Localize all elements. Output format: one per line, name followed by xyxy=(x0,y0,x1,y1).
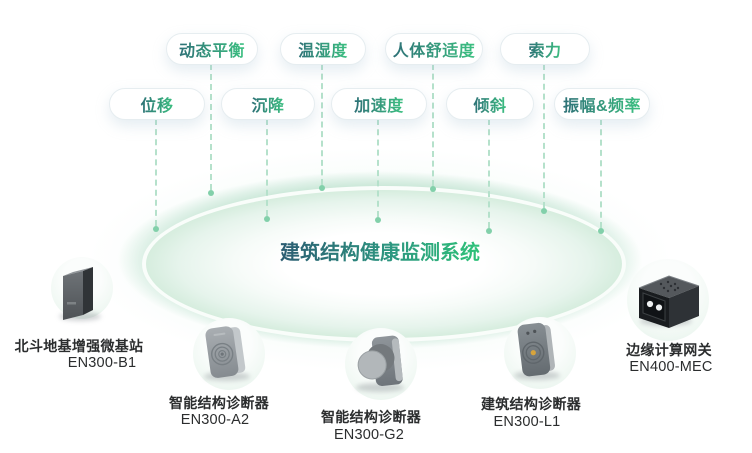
connector-line xyxy=(488,119,490,228)
device-shadow xyxy=(356,383,404,392)
connector-line xyxy=(600,119,602,228)
connector-line xyxy=(266,119,268,216)
tag-pill-displacement: 位移 xyxy=(109,88,205,120)
device-name: 智能结构诊断器 xyxy=(320,409,422,425)
structure-diagnoser-a2-icon xyxy=(205,326,246,378)
tag-pill-tilt: 倾斜 xyxy=(446,88,534,120)
device-name: 智能结构诊断器 xyxy=(168,395,270,411)
tag-pill-temperature-humidity: 温湿度 xyxy=(280,33,366,65)
tag-label: 倾斜 xyxy=(473,92,506,116)
connector-line xyxy=(377,119,379,217)
connector-dot xyxy=(153,226,159,232)
device-model: EN300-B1 xyxy=(67,355,137,371)
tag-pill-human-comfort: 人体舒适度 xyxy=(385,33,483,65)
tag-pill-acceleration: 加速度 xyxy=(331,88,427,120)
connector-dot xyxy=(486,228,492,234)
tag-label: 温湿度 xyxy=(298,37,348,61)
device-model: EN400-MEC xyxy=(629,359,713,375)
connector-dot xyxy=(541,208,547,214)
connector-dot xyxy=(430,186,436,192)
device-model: EN300-A2 xyxy=(180,412,250,428)
tag-label: 人体舒适度 xyxy=(393,37,476,61)
connector-dot xyxy=(375,217,381,223)
tag-label: 振幅&频率 xyxy=(563,92,641,116)
tag-label: 索力 xyxy=(528,37,561,61)
system-title: 建筑结构健康监测系统 xyxy=(280,236,480,265)
device-name: 建筑结构诊断器 xyxy=(480,396,582,412)
edge-gateway-cube-icon xyxy=(638,275,700,328)
tag-label: 加速度 xyxy=(354,92,404,116)
connector-line xyxy=(543,64,545,208)
connector-line xyxy=(432,64,434,186)
connector-line xyxy=(321,64,323,185)
device-model: EN300-G2 xyxy=(333,427,405,443)
structure-diagnoser-g2-icon xyxy=(357,335,403,387)
connector-dot xyxy=(264,216,270,222)
connector-dot xyxy=(208,190,214,196)
tag-label: 动态平衡 xyxy=(179,37,245,61)
device-shadow xyxy=(59,312,101,321)
tag-pill-dynamic-balance: 动态平衡 xyxy=(166,33,258,65)
connector-line xyxy=(210,64,212,190)
tag-label: 沉降 xyxy=(251,92,284,116)
connector-line xyxy=(155,119,157,226)
structure-diagnoser-l1-icon xyxy=(517,322,556,377)
tag-pill-amplitude-frequency: 振幅&频率 xyxy=(554,88,650,120)
device-name: 北斗地基增强微基站 xyxy=(14,338,144,354)
tag-pill-settlement: 沉降 xyxy=(221,88,315,120)
tag-pill-cable-force: 索力 xyxy=(500,33,590,65)
tag-label: 位移 xyxy=(140,92,173,116)
device-name: 边缘计算网关 xyxy=(626,342,712,358)
connector-dot xyxy=(319,185,325,191)
beidou-base-station-icon xyxy=(63,267,93,320)
connector-dot xyxy=(598,228,604,234)
device-model: EN300-L1 xyxy=(493,414,561,430)
device-shadow xyxy=(514,371,560,380)
